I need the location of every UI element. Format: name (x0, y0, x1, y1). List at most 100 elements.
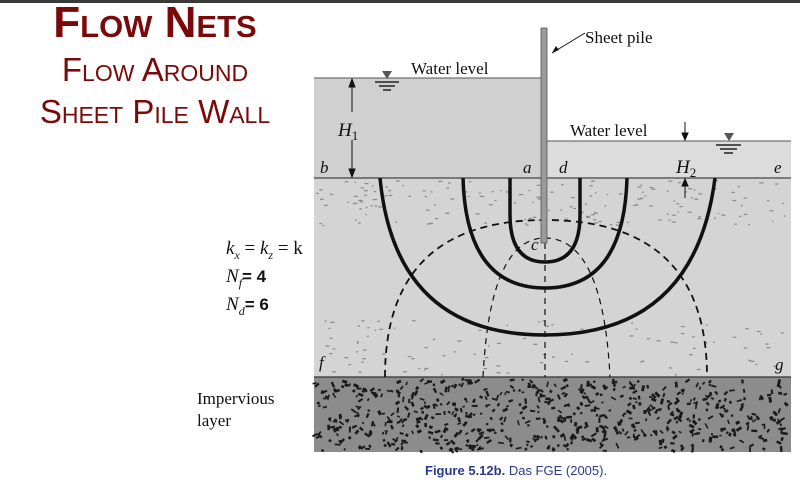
impervious-speck (334, 443, 341, 446)
impervious-speck (485, 390, 490, 397)
soil-speck (782, 202, 784, 205)
soil-speck (430, 191, 433, 193)
impervious-speck (397, 418, 403, 424)
impervious-speck (766, 393, 772, 397)
soil-speck (748, 224, 751, 226)
soil-speck (591, 180, 595, 182)
soil-speck (358, 371, 362, 373)
impervious-speck (598, 413, 604, 418)
impervious-speck (443, 427, 449, 431)
impervious-speck (676, 409, 681, 413)
soil-speck (693, 189, 696, 191)
soil-speck (750, 360, 755, 362)
impervious-speck (424, 423, 428, 428)
point-a: a (523, 158, 532, 177)
soil-speck (585, 361, 590, 363)
impervious-speck (432, 387, 438, 394)
impervious-speck (778, 427, 783, 431)
soil-speck (424, 347, 428, 349)
soil-speck (435, 217, 439, 220)
impervious-speck (566, 415, 573, 419)
impervious-speck (351, 424, 358, 429)
impervious-speck (476, 427, 479, 431)
impervious-speck (324, 395, 327, 399)
soil-speck (561, 184, 564, 186)
soil-speck (666, 213, 669, 215)
impervious-speck (689, 419, 691, 423)
point-d: d (559, 158, 568, 177)
impervious-speck (588, 383, 593, 387)
impervious-speck (410, 395, 415, 400)
impervious-speck (435, 442, 440, 445)
soil-speck (773, 365, 776, 367)
soil-speck (633, 204, 636, 206)
impervious-speck (722, 427, 727, 431)
soil-speck (388, 189, 392, 192)
soil-speck (560, 209, 563, 211)
impervious-speck (564, 442, 570, 448)
impervious-speck (599, 444, 604, 449)
impervious-speck (749, 415, 753, 420)
impervious-speck (363, 387, 368, 393)
soil-speck (698, 193, 703, 195)
impervious-speck (400, 446, 404, 451)
impervious-speck (705, 408, 709, 412)
impervious-speck (602, 427, 606, 433)
soil-speck (344, 357, 349, 359)
impervious-speck (483, 388, 488, 391)
impervious-speck (531, 385, 535, 389)
soil-speck (721, 214, 726, 216)
impervious-speck (626, 436, 631, 439)
impervious-speck (505, 390, 510, 394)
impervious-speck (587, 398, 591, 404)
impervious-speck (428, 425, 433, 430)
soil-speck (584, 203, 587, 205)
impervious-speck (423, 413, 429, 421)
impervious-speck (470, 427, 476, 433)
soil-speck (355, 219, 357, 221)
soil-speck (649, 205, 653, 207)
soil-speck (640, 184, 643, 186)
impervious-speck (415, 386, 420, 391)
impervious-speck (738, 439, 745, 444)
impervious-speck (509, 437, 512, 443)
soil-speck (767, 199, 770, 202)
impervious-speck (601, 401, 604, 404)
impervious-speck (570, 419, 573, 423)
impervious-speck (623, 412, 627, 416)
soil-speck (705, 324, 708, 326)
impervious-speck (435, 413, 442, 415)
impervious-speck (689, 399, 693, 402)
impervious-speck (386, 389, 391, 393)
impervious-speck (783, 401, 789, 407)
impervious-speck (646, 384, 650, 389)
impervious-speck (369, 387, 375, 392)
impervious-speck (680, 388, 685, 392)
soil-speck (473, 353, 476, 355)
soil-speck (712, 341, 715, 344)
impervious-speck (654, 409, 659, 415)
impervious-speck (451, 410, 455, 416)
impervious-speck (667, 405, 671, 411)
soil-speck (526, 224, 529, 226)
impervious-speck (618, 430, 623, 435)
impervious-speck (761, 447, 766, 451)
figure-caption: Figure 5.12b. Das FGE (2005). (425, 463, 607, 478)
impervious-speck (499, 416, 504, 421)
impervious-speck (358, 426, 364, 432)
impervious-speck (698, 418, 701, 421)
soil-speck (424, 369, 427, 371)
impervious-speck (427, 430, 434, 435)
soil-speck (533, 216, 537, 218)
soil-speck (679, 205, 683, 208)
impervious-speck (344, 418, 350, 422)
impervious-speck (335, 419, 338, 423)
impervious-speck (690, 443, 695, 448)
impervious-speck (519, 410, 524, 415)
soil-speck (418, 368, 421, 370)
impervious-speck (573, 421, 578, 427)
soil-speck (674, 342, 678, 344)
soil-speck (717, 212, 720, 214)
impervious-speck (632, 389, 638, 395)
impervious-speck (766, 428, 771, 433)
